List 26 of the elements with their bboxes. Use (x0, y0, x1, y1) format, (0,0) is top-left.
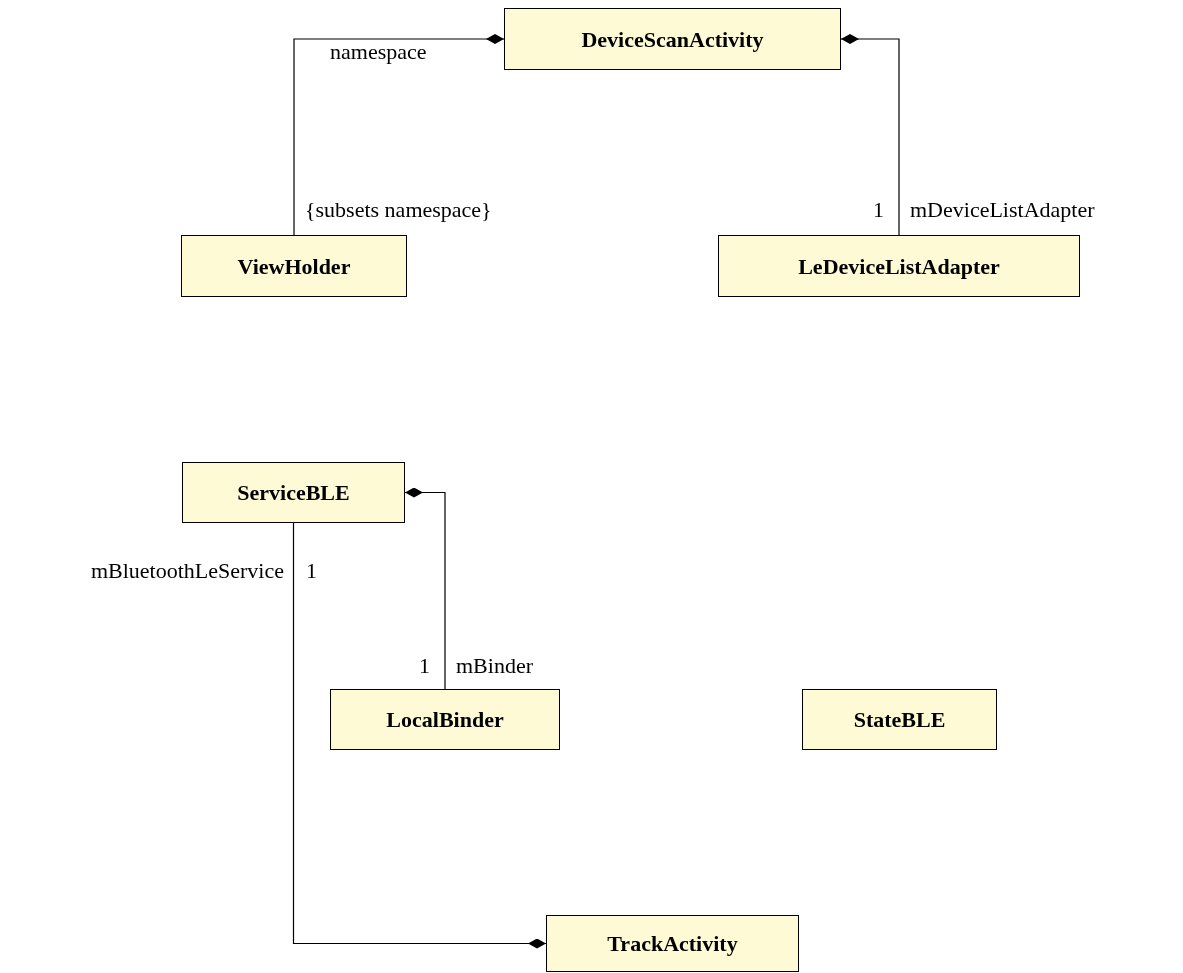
class-name: StateBLE (853, 706, 946, 734)
multiplicity-label: 1 (419, 652, 430, 680)
class-name: DeviceScanActivity (581, 25, 764, 54)
class-box (718, 235, 1080, 297)
composition-connector (404, 487, 446, 690)
role-label: mBluetoothLeService (90, 557, 284, 585)
class-box (802, 689, 997, 750)
composition-connector (293, 34, 505, 236)
constraint-label: {subsets namespace} (305, 196, 492, 224)
role-label: mBinder (456, 652, 533, 680)
class-name: ViewHolder (237, 252, 351, 281)
class-name: LocalBinder (386, 706, 504, 734)
class-box (181, 235, 407, 297)
class-name: LeDeviceListAdapter (798, 252, 1000, 281)
class-box (330, 689, 560, 750)
class-name: TrackActivity (607, 930, 738, 958)
role-label: namespace (330, 38, 427, 66)
composition-connector (292, 522, 547, 949)
class-box (546, 915, 799, 972)
composition-connector (840, 34, 900, 236)
class-box (504, 8, 841, 70)
multiplicity-label: 1 (873, 196, 884, 224)
class-name: ServiceBLE (237, 479, 350, 507)
role-label: mDeviceListAdapter (910, 196, 1095, 224)
multiplicity-label: 1 (306, 557, 317, 585)
class-box (182, 462, 405, 523)
